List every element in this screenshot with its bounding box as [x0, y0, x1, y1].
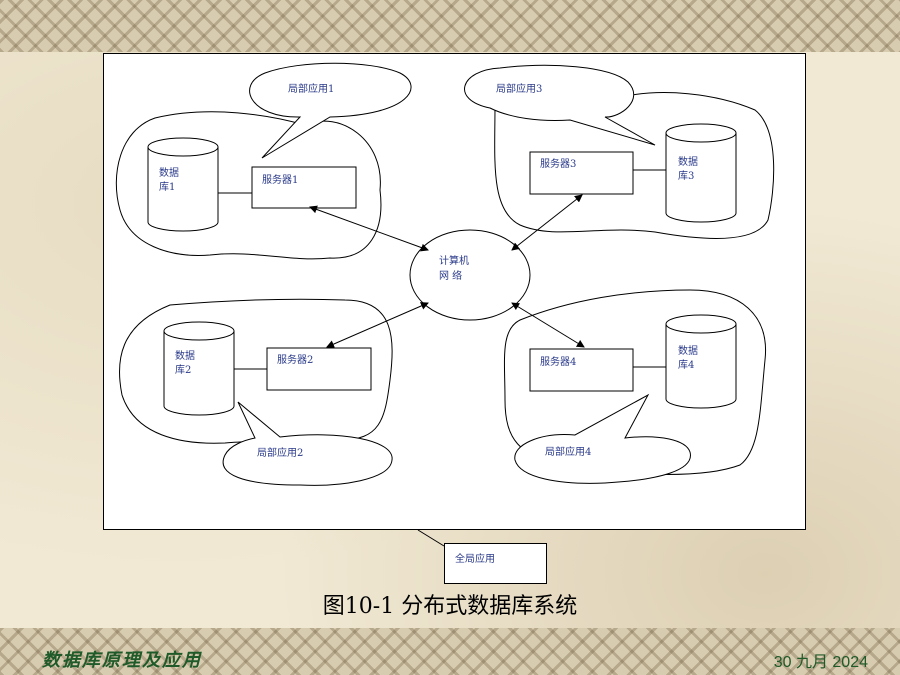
local-app-3-label: 局部应用3 [496, 82, 542, 95]
db-4-label-line1: 数据 [678, 344, 698, 357]
server-2-label: 服务器2 [277, 353, 313, 366]
slide-date: 30 九月 2024 [773, 654, 868, 671]
local-app-4-label: 局部应用4 [545, 445, 591, 458]
server-1-box [251, 166, 357, 209]
local-app-2-label: 局部应用2 [257, 446, 303, 459]
db-1-label-line2: 库1 [159, 180, 175, 193]
figure-caption: 图10-1 分布式数据库系统 [322, 594, 578, 619]
server-2-box [266, 347, 372, 391]
server-1-label: 服务器1 [262, 173, 298, 186]
server-3-box [529, 151, 634, 195]
arrow-server4-network [511, 302, 585, 348]
db-2-label-line2: 库2 [175, 363, 191, 376]
db-3-label-line2: 库3 [678, 169, 694, 182]
network-label-line2: 网 络 [439, 269, 462, 282]
database-1-icon [147, 137, 219, 232]
global-app-pointer [417, 529, 445, 547]
local-app-1-label: 局部应用1 [288, 82, 334, 95]
database-3-icon [665, 123, 737, 223]
network-label-line1: 计算机 [439, 254, 469, 267]
arrow-server1-network [309, 205, 429, 252]
db-3-label-line1: 数据 [678, 155, 698, 168]
db-1-label-line1: 数据 [159, 166, 179, 179]
decorative-top-border [0, 0, 900, 52]
database-2-icon [163, 321, 235, 416]
course-title: 数据库原理及应用 [42, 650, 202, 671]
server-3-label: 服务器3 [540, 157, 576, 170]
db-2-label-line1: 数据 [175, 349, 195, 362]
arrow-server3-network [511, 194, 583, 251]
server-4-label: 服务器4 [540, 355, 576, 368]
local-app-3-callout [464, 64, 656, 146]
local-app-2-callout [222, 401, 393, 486]
decorative-bottom-border [0, 628, 900, 675]
arrow-server2-network [326, 302, 429, 348]
local-app-1-callout [249, 62, 412, 159]
computer-network-node [409, 229, 531, 321]
database-4-icon [665, 314, 737, 409]
local-app-4-callout [514, 393, 691, 484]
server-4-box [529, 348, 634, 392]
site4-region [503, 289, 767, 475]
global-app-box: 全局应用 [444, 543, 547, 584]
db-4-label-line2: 库4 [678, 358, 694, 371]
global-app-label: 全局应用 [455, 554, 495, 565]
